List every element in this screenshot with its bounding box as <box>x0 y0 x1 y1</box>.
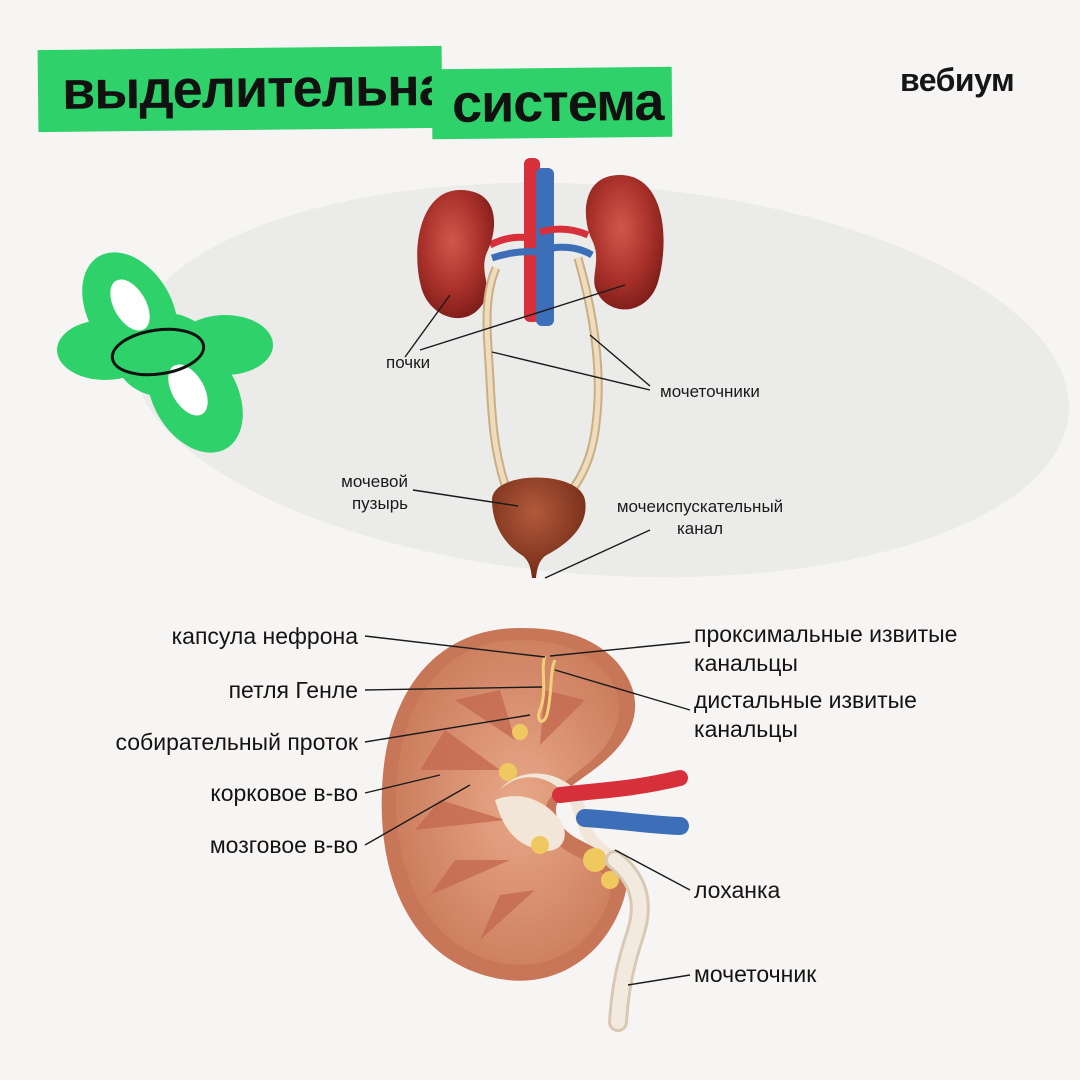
green-flower-decoration <box>57 252 273 453</box>
bladder <box>492 477 586 578</box>
left-kidney <box>417 190 495 319</box>
label-bladder: мочевой пузырь <box>318 471 408 515</box>
label-proximal-tubules: проксимальные извитые канальцы <box>694 620 957 678</box>
nephron <box>537 655 557 723</box>
label-distal-line2: канальцы <box>694 716 798 742</box>
renal-vein <box>576 809 689 835</box>
label-urethra-line1: мочеиспускательный <box>616 497 784 516</box>
label-distal-line1: дистальные извитые <box>694 687 917 713</box>
label-urethra: мочеиспускательный канал <box>600 496 800 540</box>
label-urethra-line2: канал <box>676 519 724 538</box>
label-cortex: корковое в-во <box>210 780 358 806</box>
label-proximal-line2: канальцы <box>694 650 798 676</box>
fat-deposits <box>499 724 619 889</box>
label-kidneys: почки <box>386 353 431 372</box>
label-capsule: капсула нефрона <box>171 623 358 649</box>
renal-pelvis <box>500 773 640 875</box>
label-bladder-line1: мочевой <box>341 472 408 491</box>
label-pelvis: лоханка <box>694 877 781 903</box>
label-collecting-duct: собирательный проток <box>115 729 359 755</box>
kidney-cross-section <box>364 628 691 1032</box>
renal-artery <box>552 770 688 803</box>
label-ureter: мочеточник <box>694 961 817 987</box>
vena-cava <box>536 168 554 326</box>
medulla-pyramids <box>415 690 585 940</box>
brand-logo-text: вебиум <box>900 62 1015 98</box>
label-loop: петля Генле <box>228 677 358 703</box>
label-distal-tubules: дистальные извитые канальцы <box>694 686 917 744</box>
label-medulla: мозговое в-во <box>209 832 358 858</box>
label-ureters: мочеточники <box>660 382 760 401</box>
label-bladder-line2: пузырь <box>351 494 408 513</box>
right-kidney <box>585 175 664 310</box>
left-ureter-inner <box>484 266 508 486</box>
label-proximal-line1: проксимальные извитые <box>694 621 958 647</box>
urinary-system-diagram <box>404 158 664 579</box>
right-ureter-inner <box>569 257 601 492</box>
